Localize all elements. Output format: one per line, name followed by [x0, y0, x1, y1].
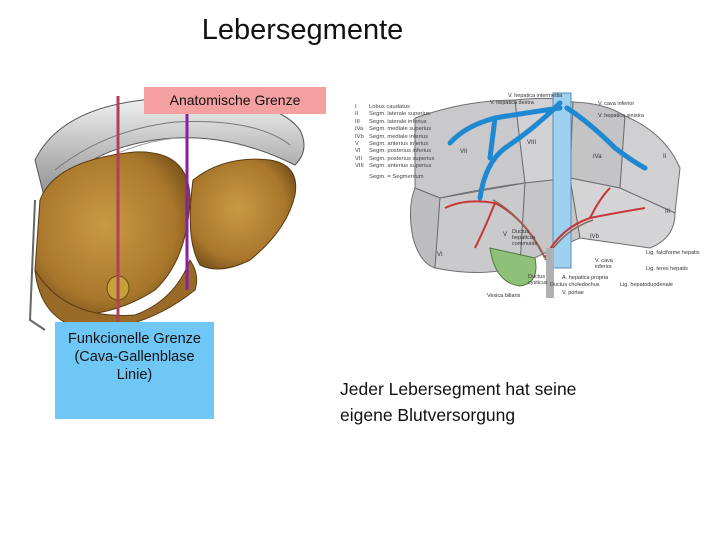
- svg-text:VI: VI: [437, 252, 443, 258]
- label-ductus-hepaticus: Ductus hepaticus communis: [512, 229, 538, 247]
- liver-illustration: [28, 96, 305, 331]
- label-ductus-choledochus: Ductus choledochus: [550, 282, 600, 288]
- svg-text:II: II: [663, 154, 667, 160]
- svg-text:VIII: VIII: [527, 140, 536, 146]
- svg-text:VII: VII: [460, 149, 468, 155]
- segment-numbers: VII VIII IVa II VI V IVb III: [437, 140, 670, 258]
- label-lig-teres: Lig. teres hepatis: [646, 266, 688, 272]
- label-v-hepatica-sinistra: V. hepatica sinistra: [598, 113, 644, 119]
- caption-line-1: Jeder Lebersegment hat seine: [340, 379, 577, 399]
- anatomical-border-label: Anatomische Grenze: [144, 87, 326, 114]
- label-v-cava-inferior-bottom: V. cava inferior: [595, 258, 613, 270]
- svg-text:V: V: [503, 232, 507, 238]
- label-vesica-biliaris: Vesica biliaris: [487, 293, 521, 299]
- gallbladder-right: [489, 247, 537, 287]
- label-lig-hepatoduodenale: Lig. hepatoduodenale: [620, 282, 673, 288]
- label-a-hepatica: A. hepatica propria: [562, 275, 609, 281]
- svg-text:III: III: [665, 209, 670, 215]
- label-lig-falciforme: Lig. falciforme hepatis: [646, 250, 700, 256]
- label-v-cava-inferior-top: V. cava inferior: [598, 101, 635, 107]
- liver-segment-diagram: VII VIII IVa II VI V IVb III: [409, 92, 681, 298]
- label-v-hepatica-intermedia: V. hepatica intermedia: [508, 93, 563, 99]
- vena-cava: [552, 92, 572, 269]
- caption-text: Jeder Lebersegment hat seine eigene Blut…: [340, 376, 576, 428]
- functional-border-label: Funkcionelle Grenze (Cava-Gallenblase Li…: [55, 322, 214, 419]
- label-v-portae: V. portae: [562, 290, 584, 296]
- label-v-hepatica-dextra: V. hepatica dextra: [490, 100, 534, 106]
- left-lobe: [189, 158, 297, 270]
- svg-text:IVa: IVa: [593, 154, 602, 160]
- legend-row: Segm. = Segmentum: [369, 173, 424, 180]
- hepatic-veins: [447, 100, 648, 201]
- caption-line-2: eigene Blutversorgung: [340, 405, 516, 425]
- diaphragm: [34, 97, 305, 202]
- page-title: Lebersegmente: [201, 14, 404, 46]
- svg-text:IVb: IVb: [590, 234, 600, 240]
- label-ductus-cysticus: Ductus cysticus: [528, 274, 548, 286]
